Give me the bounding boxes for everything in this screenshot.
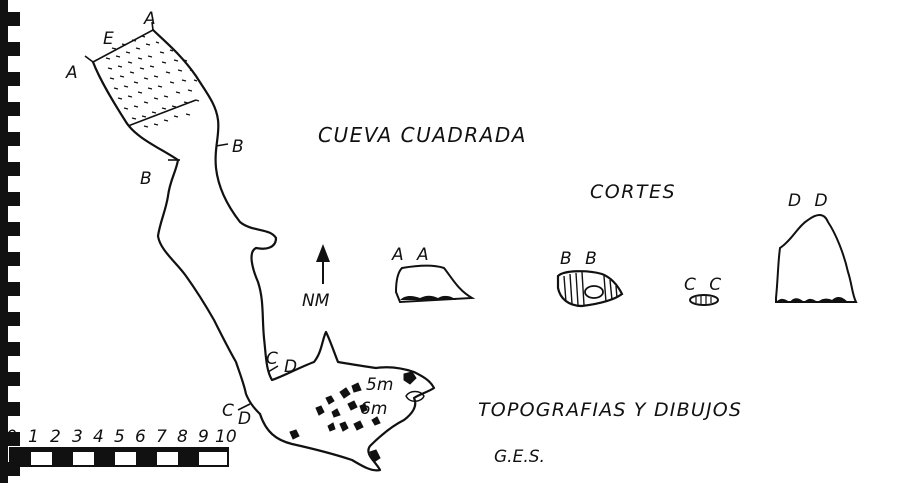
- section-b-b: B B: [556, 249, 624, 308]
- plan-label-a-right: A: [143, 9, 156, 29]
- section-b-b-label: B B: [560, 249, 601, 269]
- credits-text: TOPOGRAFIAS Y DIBUJOS: [478, 399, 742, 421]
- cave-plan-outline: [91, 28, 436, 472]
- section-c-c-label: C C: [684, 275, 725, 295]
- plan-label-c-upper: C: [266, 349, 278, 369]
- plan-label-a-left: A: [65, 63, 78, 83]
- section-d-d-label: D D: [788, 191, 832, 211]
- scale-number: 5: [114, 427, 125, 447]
- scale-number: 8: [177, 427, 188, 447]
- scale-bar: [9, 447, 229, 467]
- section-marker-ticks: [84, 21, 279, 411]
- scale-number: 10: [215, 427, 237, 447]
- depth-label-6m: 6m: [360, 399, 387, 419]
- plan-label-d-upper: D: [284, 357, 297, 377]
- film-edge-strip: [0, 0, 26, 483]
- authors-text: G.E.S.: [494, 447, 545, 467]
- chamber-pool: [405, 390, 425, 402]
- north-arrow-icon: [316, 244, 330, 284]
- north-label: NM: [302, 291, 330, 311]
- scale-number: 2: [50, 427, 61, 447]
- scale-number: 3: [72, 427, 83, 447]
- section-a-a: A A: [391, 245, 476, 304]
- plan-label-e: E: [103, 29, 114, 49]
- scale-number: 0: [6, 427, 17, 447]
- plan-label-b-right: B: [232, 137, 244, 157]
- entrance-stipple-hatching: [105, 35, 200, 128]
- scale-number: 4: [93, 427, 104, 447]
- chamber-boulders: [289, 371, 417, 463]
- scale-number: 6: [135, 427, 146, 447]
- section-d-d: D D: [775, 191, 858, 303]
- plan-label-c-lower: C: [222, 401, 234, 421]
- scale-number: 7: [156, 427, 167, 447]
- depth-label-5m: 5m: [366, 375, 393, 395]
- section-c-c: C C: [684, 275, 725, 306]
- section-a-a-label: A A: [391, 245, 433, 265]
- sections-heading: CORTES: [590, 181, 676, 203]
- scale-number: 9: [198, 427, 209, 447]
- scale-numbers: 0 1 2 3 4 5 6 7 8 9 10: [6, 427, 237, 447]
- plan-label-b-left: B: [140, 169, 152, 189]
- scale-number: 1: [28, 427, 39, 447]
- plan-label-d-lower: D: [238, 409, 251, 429]
- survey-title: CUEVA CUADRADA: [318, 123, 527, 147]
